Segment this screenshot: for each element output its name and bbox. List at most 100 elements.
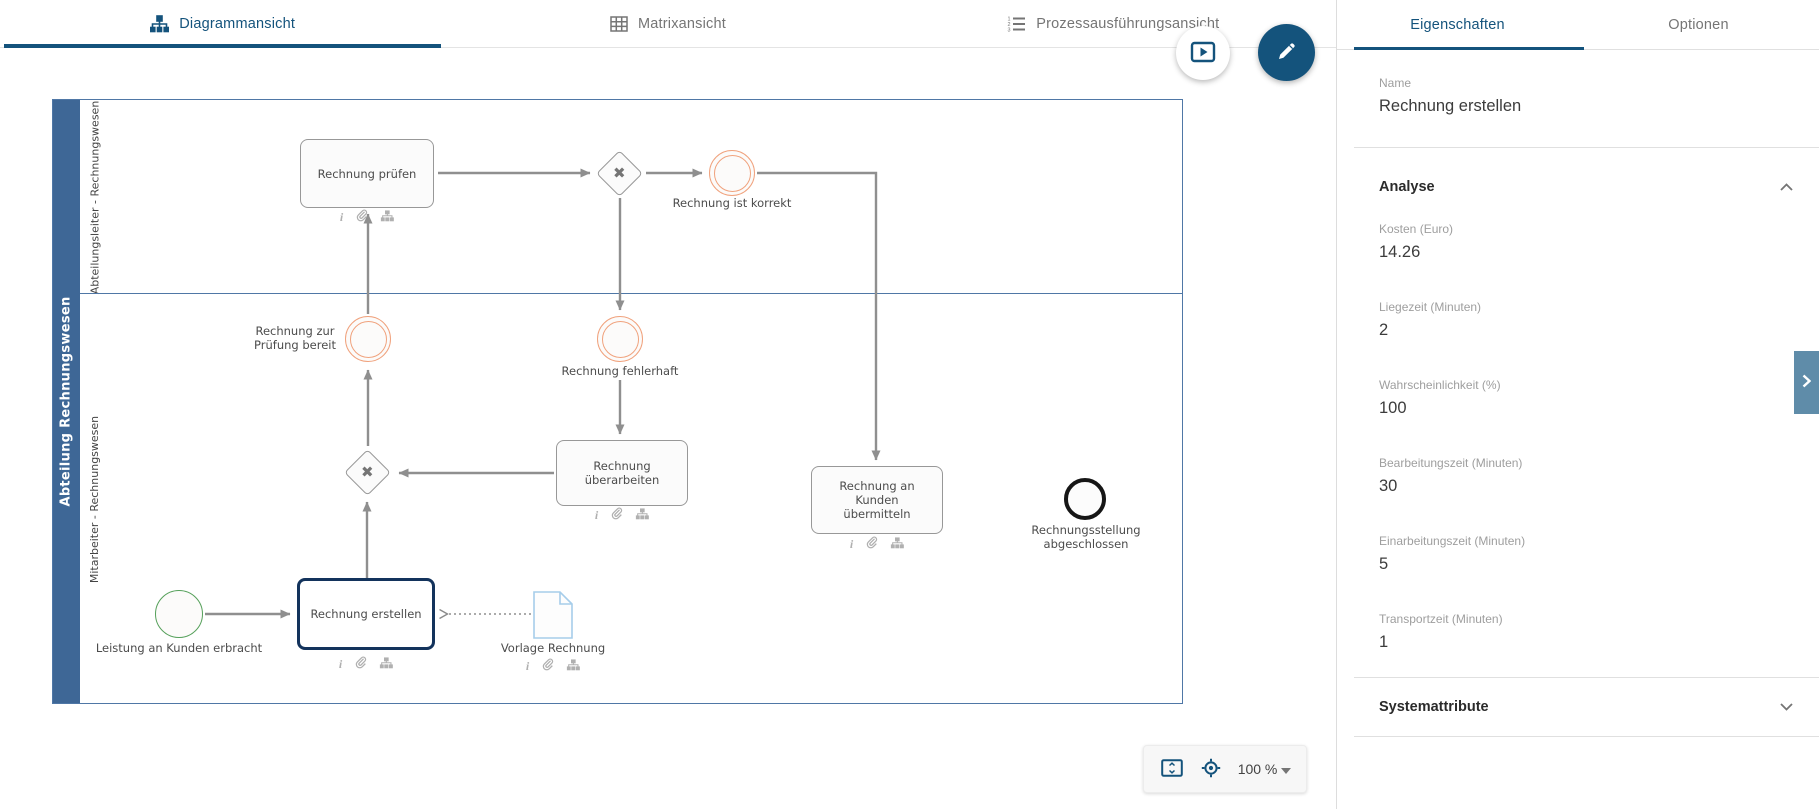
task-label: Rechnung überarbeiten [584, 459, 660, 487]
paperclip-icon[interactable] [355, 656, 367, 672]
center-view-icon [1201, 758, 1221, 781]
process-play-button[interactable] [1176, 26, 1230, 80]
field-value[interactable]: 5 [1379, 555, 1389, 573]
chevron-down-icon [1780, 698, 1793, 716]
field-kosten: Kosten (Euro) 14.26 [1379, 222, 1793, 263]
properties-panel: Eigenschaften Optionen Name Rechnung ers… [1336, 0, 1819, 809]
gateway-x-icon: ✖ [361, 462, 374, 481]
lane-divider [80, 292, 1182, 294]
bpmn-pool[interactable]: Abteilung Rechnungswesen Abteilungsleite… [52, 99, 1183, 704]
paperclip-icon[interactable] [611, 507, 623, 523]
org-chart-icon[interactable] [566, 658, 581, 674]
event-rechnung-ist-korrekt[interactable] [709, 150, 755, 196]
play-preview-icon [1190, 39, 1216, 68]
tab-label: Diagrammansicht [179, 15, 296, 32]
paperclip-icon[interactable] [356, 209, 368, 225]
task-label: Rechnung erstellen [310, 607, 422, 621]
data-object-badges: i [525, 658, 581, 674]
event-end-rechnungsstellung[interactable] [1064, 478, 1106, 520]
fit-view-icon [1160, 758, 1183, 780]
name-field-label: Name [1379, 76, 1412, 90]
divider [1354, 736, 1819, 737]
event-label: Rechnung fehlerhaft [561, 364, 679, 378]
event-rechnung-fehlerhaft[interactable] [597, 316, 643, 362]
tab-eigenschaften[interactable]: Eigenschaften [1337, 0, 1584, 50]
lane-label: Mitarbeiter - Rechnungswesen [88, 415, 102, 584]
divider [1354, 677, 1819, 678]
info-icon[interactable]: i [594, 508, 599, 522]
task-rechnung-ueberarbeiten[interactable]: Rechnung überarbeiten [556, 440, 688, 506]
field-bearbeitungszeit: Bearbeitungszeit (Minuten) 30 [1379, 456, 1793, 497]
pool-header[interactable]: Abteilung Rechnungswesen [53, 100, 80, 703]
document-icon [533, 591, 573, 642]
org-chart-icon[interactable] [380, 209, 395, 225]
event-inner-ring [349, 320, 387, 358]
fit-view-button[interactable] [1159, 757, 1185, 782]
task-badges: i [849, 536, 905, 552]
lane-abteilungsleiter[interactable]: Abteilungsleiter - Rechnungswesen [80, 100, 110, 294]
field-label: Bearbeitungszeit (Minuten) [1379, 456, 1523, 470]
org-chart-icon[interactable] [379, 656, 394, 672]
name-field-value[interactable]: Rechnung erstellen [1379, 97, 1522, 115]
field-value[interactable]: 100 [1379, 399, 1407, 417]
org-chart-icon[interactable] [635, 507, 650, 523]
field-wahrscheinlichkeit: Wahrscheinlichkeit (%) 100 [1379, 378, 1793, 419]
event-label: Leistung an Kunden erbracht [95, 641, 263, 655]
divider [1354, 147, 1819, 148]
info-icon[interactable]: i [339, 210, 344, 224]
chevron-up-icon [1780, 178, 1793, 196]
info-icon[interactable]: i [525, 659, 530, 673]
field-label: Kosten (Euro) [1379, 222, 1454, 236]
tab-label: Eigenschaften [1410, 16, 1505, 33]
name-section: Name Rechnung erstellen [1337, 50, 1819, 147]
systemattribute-section-header[interactable]: Systemattribute [1337, 678, 1819, 736]
tab-optionen[interactable]: Optionen [1578, 0, 1819, 49]
field-value[interactable]: 14.26 [1379, 243, 1421, 261]
task-rechnung-an-kunden-uebermitteln[interactable]: Rechnung an Kunden übermitteln [811, 466, 943, 534]
zoom-level-dropdown[interactable]: 100 % [1238, 761, 1292, 777]
bpmn-diagram: Abteilung Rechnungswesen Abteilungsleite… [0, 48, 1336, 809]
panel-collapse-button[interactable] [1794, 351, 1819, 414]
tab-label: Prozessausführungsansicht [1036, 15, 1220, 32]
task-rechnung-pruefen[interactable]: Rechnung prüfen [300, 139, 434, 208]
flow-korrekt-to-uebermitteln[interactable] [757, 171, 881, 461]
field-value[interactable]: 1 [1379, 633, 1389, 651]
field-label: Wahrscheinlichkeit (%) [1379, 378, 1501, 392]
field-transportzeit: Transportzeit (Minuten) 1 [1379, 612, 1793, 653]
event-rechnung-zur-pruefung-bereit[interactable] [345, 316, 391, 362]
tab-label: Matrixansicht [637, 15, 726, 32]
tab-diagrammansicht[interactable]: Diagrammansicht [0, 0, 445, 48]
section-title: Systemattribute [1379, 699, 1489, 715]
center-view-button[interactable] [1199, 756, 1223, 783]
event-inner-ring [713, 154, 751, 192]
info-icon[interactable]: i [849, 537, 854, 551]
svg-text:3: 3 [1008, 27, 1011, 32]
grid-icon [610, 15, 628, 32]
data-object-vorlage-rechnung[interactable] [533, 591, 573, 642]
sequence-flows [205, 168, 881, 809]
analyse-section-header[interactable]: Analyse [1379, 178, 1793, 196]
task-label: Rechnung an Kunden übermitteln [839, 479, 915, 521]
event-inner-ring [601, 320, 639, 358]
canvas-zoom-toolbar: 100 % [1143, 745, 1307, 793]
svg-text:2: 2 [1008, 21, 1011, 27]
edit-diagram-button[interactable] [1258, 24, 1315, 81]
info-icon[interactable]: i [338, 657, 343, 671]
field-value[interactable]: 2 [1379, 321, 1389, 339]
paperclip-icon[interactable] [866, 536, 878, 552]
field-liegezeit: Liegezeit (Minuten) 2 [1379, 300, 1793, 341]
event-start-leistung-erbracht[interactable] [155, 590, 203, 638]
paperclip-icon[interactable] [542, 658, 554, 674]
task-badges: i [338, 656, 394, 672]
org-chart-icon[interactable] [890, 536, 905, 552]
event-label: Rechnung ist korrekt [672, 196, 792, 210]
field-value[interactable]: 30 [1379, 477, 1398, 495]
task-rechnung-erstellen-selected[interactable]: Rechnung erstellen [297, 578, 435, 650]
zoom-level-value: 100 % [1237, 761, 1278, 777]
svg-text:1: 1 [1008, 16, 1011, 22]
tab-matrixansicht[interactable]: Matrixansicht [445, 0, 890, 47]
sitemap-icon [150, 14, 170, 33]
